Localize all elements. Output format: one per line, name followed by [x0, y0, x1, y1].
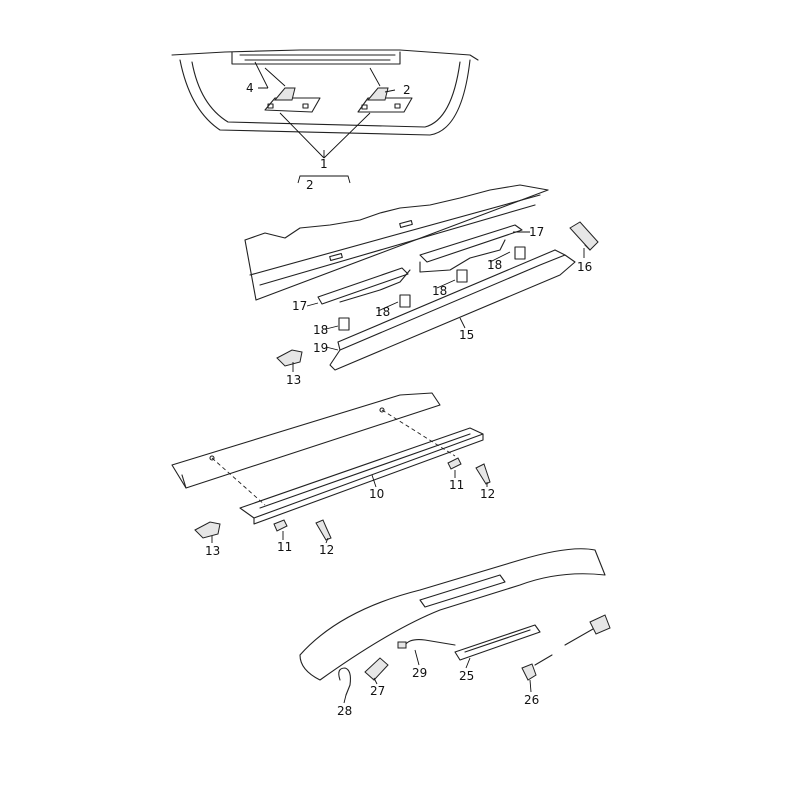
label-4: 4 [246, 81, 254, 95]
wiring-29 [397, 639, 456, 649]
interior-light-right [357, 87, 413, 113]
clip-26 [521, 654, 553, 681]
bulb-13-lower [194, 521, 221, 539]
brake-light-25 [454, 624, 541, 661]
clip-28 [338, 667, 351, 696]
label-25: 25 [459, 669, 474, 683]
grommet-27 [364, 657, 389, 681]
label-2: 2 [403, 83, 411, 97]
rear-spoiler [299, 548, 606, 681]
label-17: 17 [292, 299, 307, 313]
clip-11-right [447, 457, 462, 470]
label-19: 19 [313, 341, 328, 355]
label-26: 26 [524, 693, 539, 707]
label-13: 13 [205, 544, 220, 558]
trim-strip-upper [419, 224, 523, 273]
interior-light-left [264, 87, 321, 113]
mounting-bolt [564, 614, 611, 646]
label-13: 13 [286, 373, 301, 387]
label-11: 11 [277, 540, 292, 554]
label-10: 10 [369, 487, 384, 501]
switch-16 [569, 221, 599, 251]
label-18: 18 [487, 258, 502, 272]
tailgate-inner-panel [244, 184, 549, 301]
label-1: 1 [320, 157, 328, 171]
bulb-13-upper [276, 349, 303, 367]
label-17: 17 [529, 225, 544, 239]
label-18: 18 [432, 284, 447, 298]
screw-12-right [475, 463, 491, 485]
label-29: 29 [412, 666, 427, 680]
label-2-set: 2 [306, 178, 314, 192]
label-15: 15 [459, 328, 474, 342]
label-27: 27 [370, 684, 385, 698]
label-16: 16 [577, 260, 592, 274]
trim-strip-10 [239, 427, 484, 525]
label-12: 12 [319, 543, 334, 557]
clip-11-left [273, 519, 288, 532]
label-18: 18 [375, 305, 390, 319]
label-12: 12 [480, 487, 495, 501]
label-11: 11 [449, 478, 464, 492]
label-18: 18 [313, 323, 328, 337]
trim-strip-lower [317, 267, 411, 305]
label-28: 28 [337, 704, 352, 718]
trim-panel-15 [329, 246, 576, 371]
screw-12-left [315, 519, 332, 541]
rear-window-frame [171, 49, 479, 136]
tailgate-crossmember [171, 392, 441, 489]
